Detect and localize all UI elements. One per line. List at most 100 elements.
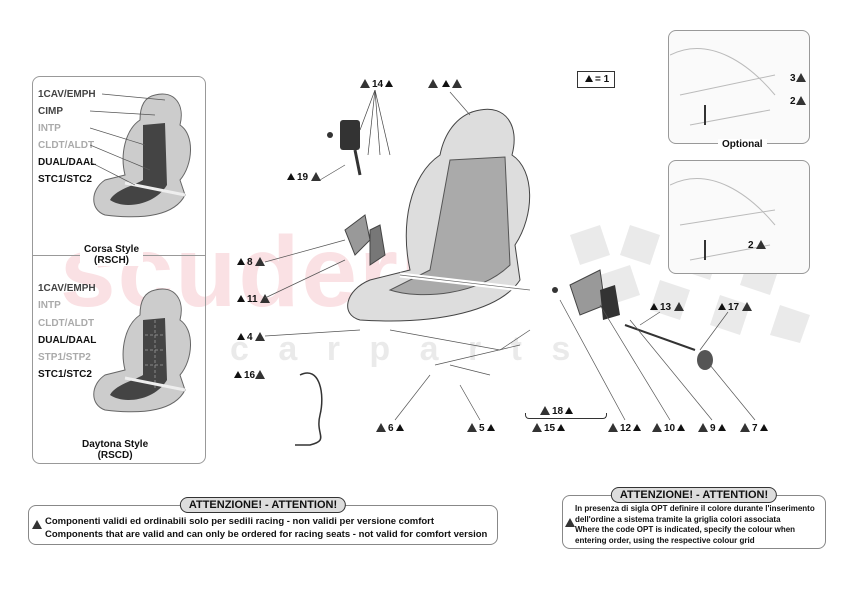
attention-text-en-2: entering order, using the respective col… [575,535,755,545]
callout-number: 2 [748,240,754,251]
callout-number: 18 [552,406,564,417]
callout-number: 7 [752,423,758,434]
callout-16[interactable]: 16 [232,370,267,381]
qty-triangle-icon [650,303,658,310]
quantity-legend-text: = 1 [595,74,610,85]
callout-6[interactable]: 6 [376,423,406,434]
callout-12[interactable]: 12 [608,423,643,434]
attention-notice-right: ATTENZIONE! - ATTENTION! In presenza di … [562,487,826,549]
warning-icon [795,96,806,105]
warning-icon [698,423,708,432]
qty-triangle-icon [287,173,295,180]
callout-number: 8 [247,257,253,268]
callout-8[interactable]: 8 [235,257,267,268]
corsa-label-stc: STC1/STC2 [38,174,92,185]
attention-text-it: Componenti validi ed ordinabili solo per… [45,516,435,527]
wiring-harness-part [295,372,323,446]
quantity-legend: = 1 [577,71,616,88]
warning-icon [608,423,618,432]
qty-triangle-icon [718,303,726,310]
corsa-seat-illustration [93,93,191,218]
daytona-label-intp: INTP [38,300,61,311]
attention-text: In presenza di sigla OPT definire il col… [575,504,815,546]
qty-triangle-icon [486,424,495,431]
attention-notice-left: ATTENZIONE! - ATTENTION! Componenti vali… [28,497,498,545]
warning-icon [467,423,477,432]
secondary-bracket-illustration [670,178,776,261]
warning-icon [652,423,662,432]
callout-7[interactable]: 7 [740,423,770,434]
warning-icon [795,73,806,82]
qty-triangle-icon [395,424,404,431]
callout-5[interactable]: 5 [467,423,497,434]
daytona-label-1cav: 1CAV/EMPH [38,283,96,294]
warning-icon [310,172,321,181]
callout-number: 16 [244,370,256,381]
qty-triangle-icon [677,424,686,431]
callout-number: 4 [247,332,253,343]
daytona-seat-illustration [93,288,191,413]
optional-caption: Optional [718,139,767,150]
warning-icon [741,302,752,311]
optional-callout-2[interactable]: 2 [790,96,808,107]
daytona-style-name: Daytona Style [82,439,149,450]
corsa-label-intp: INTP [38,123,61,134]
attention-text-en: Components that are valid and can only b… [45,529,488,540]
callout-seat[interactable] [428,79,464,90]
corsa-caption: Corsa Style(RSCH) [80,244,144,266]
secondary-callout-2[interactable]: 2 [748,240,768,251]
corsa-label-cimp: CIMP [38,106,63,117]
callout-number: 2 [790,96,796,107]
qty-triangle-icon [234,371,242,378]
callout-number: 11 [247,294,258,305]
side-trim-parts [344,214,386,266]
warning-icon [255,332,266,341]
callout-11[interactable]: 11 [235,294,272,305]
warning-icon [740,423,750,432]
callout-number: 10 [664,423,676,434]
callout-number: 12 [620,423,632,434]
qty-triangle-icon [585,75,593,82]
attention-text-en-1: Where the code OPT is indicated, specify… [575,525,796,534]
callout-number: 19 [297,172,309,183]
daytona-caption: Daytona Style(RSCD) [78,439,153,461]
attention-title: ATTENZIONE! - ATTENTION! [179,497,347,513]
qty-triangle-icon [385,80,394,87]
attention-text-it-1: In presenza di sigla OPT definire il col… [575,504,815,513]
warning-icon [532,423,542,432]
optional-callout-3[interactable]: 3 [790,73,808,84]
warning-icon [673,302,684,311]
callout-4[interactable]: 4 [235,332,267,343]
callout-9[interactable]: 9 [698,423,728,434]
callout-number: 3 [790,73,796,84]
callout-19[interactable]: 19 [285,172,323,183]
callout-number: 13 [660,302,672,313]
callout-17[interactable]: 17 [716,302,754,313]
corsa-leader-lines [90,93,166,186]
corsa-label-dual: DUAL/DAAL [38,157,97,168]
callout-14[interactable]: 14 [360,79,395,90]
qty-triangle-icon [237,258,245,265]
daytona-label-dual: DUAL/DAAL [38,335,97,346]
seat-belt-buckle-part [327,90,391,176]
callout-13[interactable]: 13 [648,302,686,313]
warning-icon [376,423,386,432]
attention-text: Componenti validi ed ordinabili solo per… [45,515,487,541]
qty-triangle-icon [237,295,245,302]
attention-text-it-2: dell'ordine a sistema tramite la griglia… [575,514,781,524]
warning-icon [565,518,575,527]
callout-number: 17 [728,302,740,313]
main-seat-illustration [347,108,531,376]
callout-15[interactable]: 15 [532,423,567,434]
seat-styles-panel [32,76,206,464]
qty-triangle-icon [633,424,642,431]
warning-icon [360,79,370,88]
daytona-style-code: (RSCD) [97,450,133,461]
callout-number: 9 [710,423,716,434]
optional-bracket-illustration [670,48,776,126]
qty-triangle-icon [759,424,768,431]
callout-10[interactable]: 10 [652,423,687,434]
corsa-label-cldt: CLDT/ALDT [38,140,95,151]
warning-icon [540,406,550,415]
corsa-style-name: Corsa Style [84,244,140,255]
